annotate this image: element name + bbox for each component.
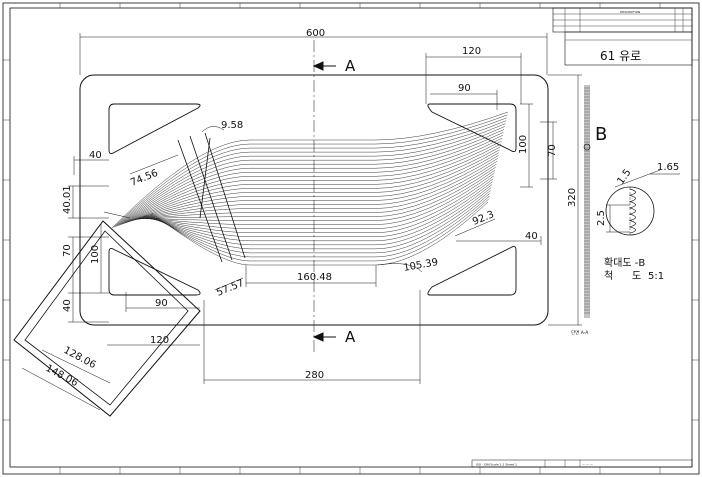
- flow-channel-line: [150, 198, 489, 262]
- flow-channel-line: [136, 166, 496, 220]
- channel-boundary-line: [189, 135, 233, 261]
- flow-channel-line: [124, 140, 502, 224]
- flow-channel-line: [139, 172, 495, 225]
- detail-b-circle: [605, 169, 680, 236]
- detail-dim-25: 2.5: [596, 210, 607, 226]
- dim-radius-small: 9.58: [221, 120, 243, 131]
- dim-left-70: 70: [62, 244, 73, 257]
- flow-channel-line: [128, 149, 500, 222]
- flow-channel-line: [122, 135, 503, 225]
- flow-channels: [111, 111, 509, 266]
- dim-rect-12806: 128.06: [62, 345, 98, 371]
- flow-channel-line: [120, 132, 504, 225]
- flow-channel-line: [127, 146, 501, 223]
- flow-channel-line: [137, 169, 496, 221]
- opening-top-left: [108, 103, 201, 155]
- flow-channel-line: [140, 175, 494, 229]
- dim-angle-top-left: 74.56: [129, 168, 160, 189]
- section-letter-bottom: A: [345, 328, 356, 346]
- section-profile: [583, 85, 591, 318]
- dim-right-height: 100: [518, 135, 529, 154]
- dim-left-bottom-120: 120: [150, 335, 169, 346]
- dim-mid-len: 160.48: [297, 272, 332, 283]
- frame-ticks: [3, 3, 699, 474]
- flow-channel-line: [131, 155, 499, 221]
- detail-dim-15: 1.5: [615, 167, 633, 186]
- title-box: [564, 31, 693, 66]
- dim-left-40-bottom: 40: [62, 299, 73, 312]
- title-footer-b: — — —: [582, 463, 593, 467]
- bottom-title-strip: ISO - DIN Scale 1:1 Sheet 1 — — —: [471, 459, 693, 468]
- dim-top-right: 120: [462, 46, 481, 57]
- dim-right-inner: 90: [458, 83, 471, 94]
- dim-bottom-width: 280: [305, 370, 324, 381]
- tilted-rectangle: [13, 220, 201, 417]
- flow-channel-line: [113, 114, 508, 228]
- detail-dim-165: 1.65: [657, 162, 679, 173]
- channel-boundary-line: [199, 137, 211, 219]
- flow-channel-line: [149, 196, 490, 258]
- section-arrow-bottom: [312, 332, 336, 342]
- dim-left-100: 100: [90, 245, 101, 264]
- flow-channel-line: [151, 201, 489, 266]
- opening-bottom-right: [427, 245, 517, 296]
- dim-mid-short: 57.57: [215, 278, 246, 299]
- flow-channel-line: [119, 129, 505, 226]
- flow-channel-line: [146, 190, 491, 250]
- flow-channel-line: [142, 181, 493, 237]
- opening-bottom-left: [108, 247, 201, 296]
- detail-letter: B: [595, 124, 607, 145]
- dim-right-40: 40: [525, 231, 538, 242]
- flow-channel-line: [115, 120, 507, 227]
- dim-left-40-top: 40: [89, 150, 102, 161]
- flow-channel-line: [135, 164, 497, 220]
- revision-block: DESCRIPTION: [552, 7, 693, 33]
- revision-header: DESCRIPTION: [620, 10, 640, 14]
- flow-channel-line: [129, 152, 500, 222]
- dimension-lines: [21, 33, 582, 411]
- opening-top-right: [427, 103, 517, 153]
- dim-rect-14806: 148.06: [44, 363, 80, 389]
- flow-channel-line: [118, 126, 505, 226]
- scale-label2: 도: [632, 271, 641, 282]
- section-label: 단면 A-A: [571, 329, 589, 336]
- dim-left-bottom-90: 90: [155, 298, 168, 309]
- flow-channel-line: [117, 123, 506, 227]
- flow-channel-line: [132, 158, 498, 221]
- flow-channel-line: [148, 193, 491, 254]
- section-arrow-top: [312, 61, 336, 71]
- dim-overall-height: 320: [567, 188, 578, 207]
- flow-channel-line: [141, 178, 494, 233]
- flow-channel-line: [114, 117, 507, 228]
- section-letter-top: A: [345, 57, 356, 75]
- flow-channel-line: [145, 187, 492, 246]
- drawing-title: 61 유로: [600, 49, 641, 63]
- flow-channel-line: [144, 184, 493, 242]
- dim-right-923: 92.3: [471, 209, 496, 228]
- dim-right-height2: 70: [547, 144, 558, 157]
- flow-channel-line: [133, 161, 498, 220]
- channel-boundary-line: [177, 139, 223, 263]
- drawing-frame: [9, 7, 693, 468]
- flow-channel-line: [126, 143, 502, 223]
- detail-title: 확대도 -B: [604, 257, 645, 269]
- dim-left-4001: 40.01: [62, 185, 73, 214]
- dim-overall-width: 600: [306, 28, 325, 39]
- channel-boundary-line: [204, 132, 246, 259]
- title-footer-a: ISO - DIN Scale 1:1 Sheet 1: [476, 463, 517, 467]
- flow-channel-line: [123, 137, 503, 224]
- scale-value: 5:1: [648, 271, 664, 282]
- scale-label: 척: [604, 270, 613, 282]
- dim-right-10539: 105.39: [403, 257, 439, 274]
- flow-channel-line: [111, 111, 509, 229]
